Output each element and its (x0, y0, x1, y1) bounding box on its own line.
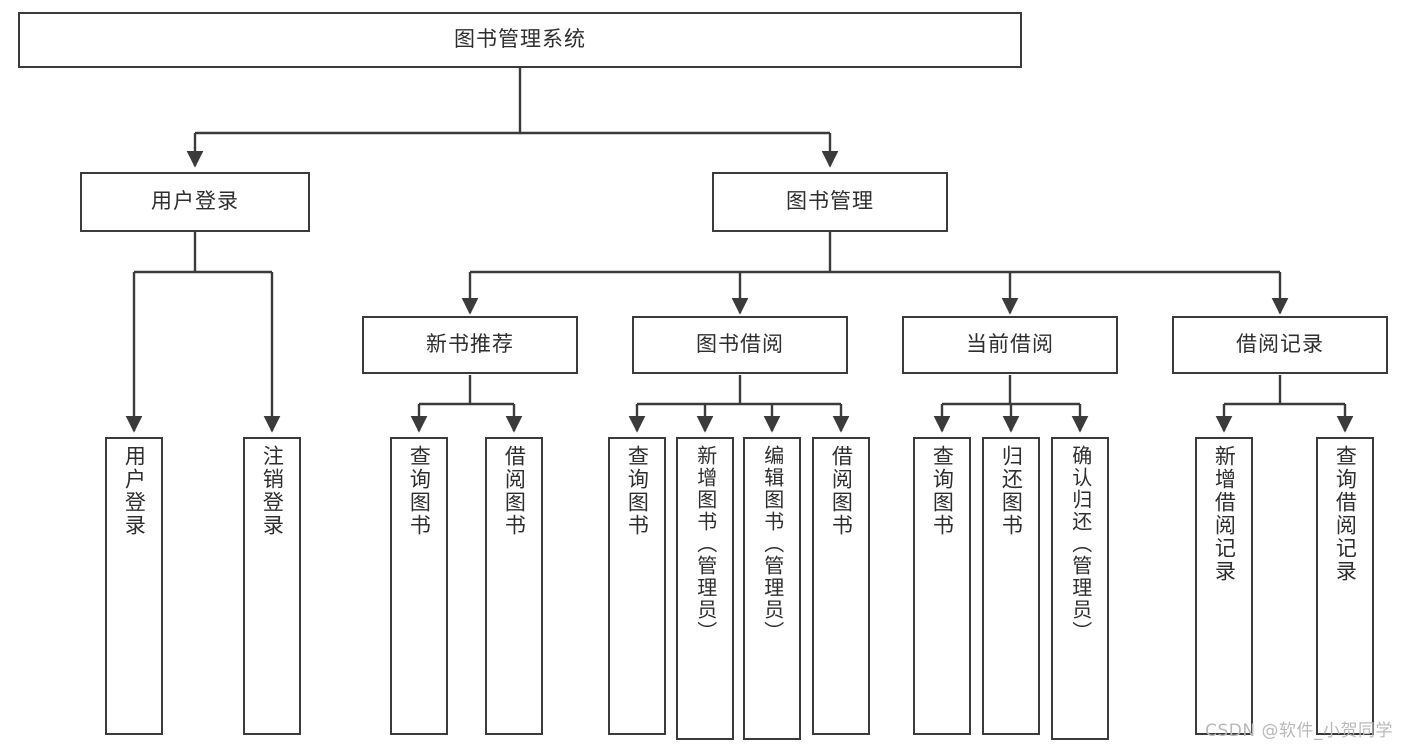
node-label: 查询图书 (930, 445, 955, 537)
leaf-query-book-borrow[interactable]: 查询图书 (608, 437, 666, 735)
leaf-borrow-book-recommend[interactable]: 借阅图书 (485, 437, 543, 735)
node-current-borrow[interactable]: 当前借阅 (902, 316, 1118, 374)
node-label: 借阅图书 (502, 445, 527, 537)
node-label: 归还图书 (999, 445, 1024, 537)
node-book-borrow[interactable]: 图书借阅 (632, 316, 848, 374)
leaf-user-login[interactable]: 用户登录 (105, 437, 163, 735)
node-label: 查询图书 (625, 445, 650, 537)
leaf-logout-login[interactable]: 注销登录 (243, 437, 301, 735)
node-label: 编辑图书（管理员） (760, 445, 785, 643)
leaf-add-borrow-record[interactable]: 新增借阅记录 (1195, 437, 1253, 735)
node-user-login[interactable]: 用户登录 (80, 172, 310, 232)
leaf-borrow-book-borrow[interactable]: 借阅图书 (812, 437, 870, 735)
leaf-add-book[interactable]: 新增图书（管理员） (676, 437, 734, 740)
leaf-confirm-return[interactable]: 确认归还（管理员） (1051, 437, 1109, 740)
node-label: 用户登录 (151, 189, 239, 214)
node-label: 注销登录 (260, 445, 285, 537)
node-label: 用户登录 (122, 445, 147, 537)
node-label: 当前借阅 (966, 332, 1054, 357)
leaf-return-book[interactable]: 归还图书 (982, 437, 1040, 735)
csdn-watermark: CSDN @软件_小贺同学 (1205, 721, 1393, 741)
node-book-management[interactable]: 图书管理 (712, 172, 948, 232)
node-label: 查询借阅记录 (1333, 445, 1358, 583)
node-label: 确认归还（管理员） (1068, 445, 1093, 643)
node-borrow-record[interactable]: 借阅记录 (1172, 316, 1388, 374)
leaf-query-book-recommend[interactable]: 查询图书 (390, 437, 448, 735)
leaf-edit-book[interactable]: 编辑图书（管理员） (743, 437, 801, 740)
node-label: 图书管理 (786, 189, 874, 214)
node-root-system[interactable]: 图书管理系统 (18, 12, 1022, 68)
node-label: 图书借阅 (696, 332, 784, 357)
node-label: 新增借阅记录 (1212, 445, 1237, 583)
node-label: 图书管理系统 (454, 27, 586, 52)
node-label: 新增图书（管理员） (693, 445, 718, 643)
node-label: 借阅图书 (829, 445, 854, 537)
leaf-query-book-current[interactable]: 查询图书 (913, 437, 971, 735)
node-label: 新书推荐 (426, 332, 514, 357)
node-label: 借阅记录 (1236, 332, 1324, 357)
node-label: 查询图书 (407, 445, 432, 537)
leaf-query-borrow-record[interactable]: 查询借阅记录 (1316, 437, 1374, 735)
node-new-book-recommend[interactable]: 新书推荐 (362, 316, 578, 374)
